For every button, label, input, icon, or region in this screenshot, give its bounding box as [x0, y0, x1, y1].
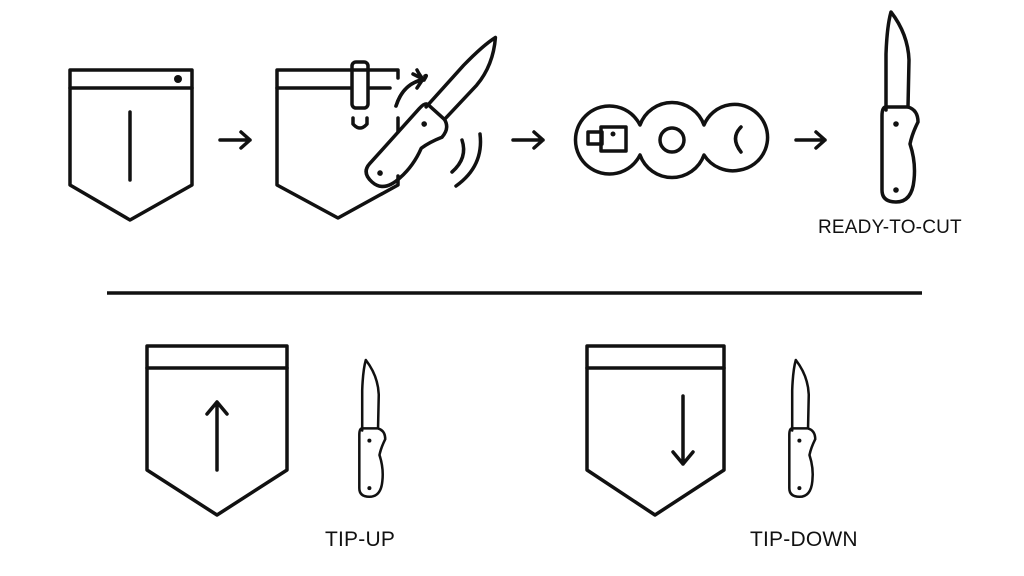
knife-tip-down-icon	[788, 358, 817, 499]
knife-tip-up-icon	[358, 358, 387, 499]
knife-icon	[359, 29, 518, 199]
tip-up-label: TIP-UP	[325, 528, 396, 551]
arrow-right-icon	[218, 130, 252, 150]
open-knife-icon	[880, 10, 920, 204]
tip-down-label: TIP-DOWN	[750, 528, 858, 551]
pocket-tip-up-icon	[145, 344, 289, 517]
opening-sequence-icon	[573, 100, 770, 180]
pocket-tip-down-icon	[585, 344, 726, 517]
arrow-right-icon	[794, 130, 827, 150]
ready-to-cut-label: READY-TO-CUT	[818, 217, 962, 238]
pocket-draw-knife-icon	[275, 29, 518, 220]
pocket-closed-icon	[68, 68, 194, 222]
arrow-right-icon	[511, 130, 545, 150]
